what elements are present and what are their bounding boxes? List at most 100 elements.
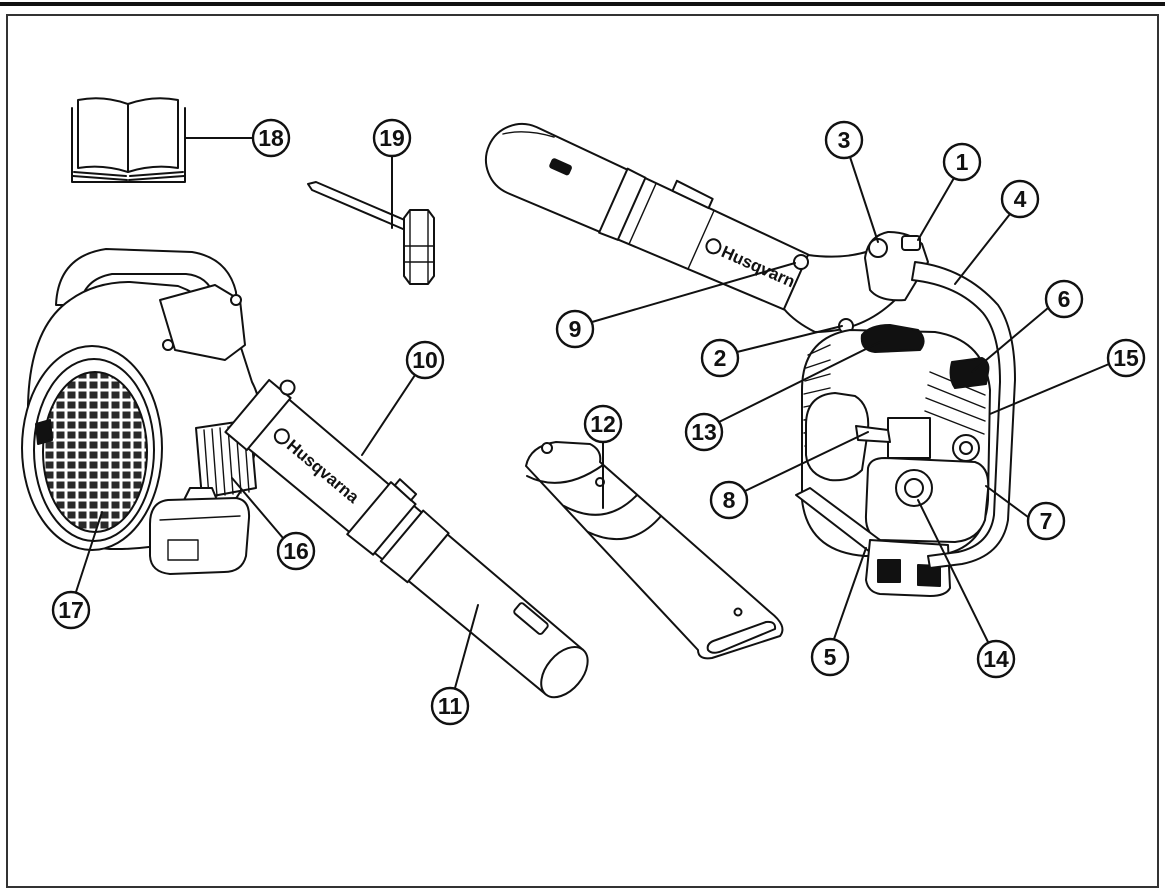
tube-end-logo-badge	[549, 158, 572, 176]
tube-knob	[793, 254, 809, 270]
callout-number: 15	[1113, 345, 1139, 371]
intake-grill	[42, 371, 148, 533]
callout-number: 18	[258, 125, 284, 151]
callout-number: 12	[590, 411, 616, 437]
callout-circle	[251, 118, 291, 158]
leader-line	[971, 307, 1049, 373]
callout-number: 8	[723, 487, 736, 513]
callout-circle	[1044, 279, 1084, 319]
leader-line	[833, 547, 867, 640]
nozzle-hole	[733, 607, 743, 617]
tube-logo-badge	[513, 602, 549, 635]
leader-line	[75, 511, 103, 593]
engine-unit-rear-illustration	[795, 231, 1016, 597]
cylinder-fins	[203, 424, 250, 498]
callout-number: 11	[438, 693, 463, 719]
callout-15: 15	[989, 338, 1146, 415]
housing-bolt	[162, 339, 174, 351]
callout-number: 14	[983, 646, 1009, 672]
nozzle-body	[525, 441, 784, 660]
brand-logo-mark	[273, 428, 290, 445]
callout-number: 5	[824, 644, 837, 670]
leader-line	[917, 177, 955, 241]
air-filter-cover	[805, 392, 870, 482]
callout-9: 9	[555, 262, 796, 349]
callout-circle	[555, 309, 595, 349]
callout-circle	[824, 120, 864, 160]
leader-line	[736, 325, 843, 353]
flat-nozzle-illustration	[525, 441, 784, 660]
callout-number: 6	[1058, 286, 1071, 312]
collar-knob	[279, 379, 296, 396]
callout-2: 2	[700, 325, 843, 378]
callout-circle	[810, 637, 850, 677]
callout-number: 9	[569, 316, 582, 342]
blower-tube-round-illustration: Husqvarna	[224, 378, 589, 699]
book-right-page	[127, 97, 179, 173]
callout-number: 2	[714, 345, 727, 371]
callout-circle	[405, 340, 445, 380]
ring-latch	[393, 478, 418, 502]
callout-5: 5	[810, 547, 867, 677]
callout-number: 7	[1040, 508, 1053, 534]
wrench-bar	[307, 181, 415, 233]
brand-logo-mark	[705, 238, 722, 255]
callout-circle	[1026, 501, 1066, 541]
callout-circle	[942, 142, 982, 182]
leader-line	[231, 477, 284, 539]
callout-3: 3	[824, 120, 879, 243]
callout-14: 14	[917, 499, 1016, 679]
leader-line	[361, 374, 416, 456]
leader-line	[849, 156, 879, 243]
callout-17: 17	[51, 511, 103, 630]
callout-12: 12	[583, 404, 623, 509]
top-handle	[860, 324, 925, 353]
nozzle-collar-seam	[526, 464, 604, 484]
leader-line	[718, 341, 881, 423]
callout-number: 4	[1014, 186, 1027, 212]
carburetor	[887, 417, 931, 459]
callout-circle	[709, 480, 749, 520]
spark-plug-boot-inner	[959, 441, 973, 455]
wrench-socket-facets	[403, 209, 435, 285]
callout-4: 4	[954, 179, 1040, 285]
callout-circle	[430, 686, 470, 726]
tube-ring-lower	[379, 509, 450, 584]
callout-13: 13	[684, 341, 881, 452]
nozzle-mouth-slot	[706, 620, 777, 654]
callout-number: 16	[283, 538, 309, 564]
callout-18: 18	[185, 118, 291, 158]
throttle-housing	[159, 284, 246, 361]
callout-circle	[51, 590, 91, 630]
blower-tube-illustration: Husqvarna	[485, 123, 810, 311]
callout-7: 7	[985, 485, 1066, 541]
stop-switch	[901, 235, 921, 251]
nozzle-ring-band	[563, 494, 662, 541]
leader-line	[989, 363, 1110, 415]
tube-ring	[598, 167, 647, 241]
callout-16: 16	[231, 477, 316, 571]
cover-tab	[35, 419, 53, 445]
harness-frame	[911, 261, 1016, 569]
callout-circle	[583, 404, 623, 444]
housing-bolt	[230, 294, 242, 306]
callout-19: 19	[372, 118, 412, 229]
book-page-edges	[72, 171, 185, 181]
spark-plug-wrench-illustration	[307, 181, 435, 285]
callout-number: 1	[956, 149, 969, 175]
callout-circle	[1106, 338, 1146, 378]
callout-circle	[700, 338, 740, 378]
callout-circle	[684, 412, 724, 452]
callout-10: 10	[361, 340, 445, 456]
tube-detail-lines	[502, 131, 715, 270]
callout-number: 10	[412, 347, 438, 373]
leader-line	[954, 213, 1011, 285]
leader-line	[985, 485, 1029, 518]
callout-circle	[372, 118, 412, 158]
callout-circle	[1000, 179, 1040, 219]
callout-1: 1	[917, 142, 982, 241]
callout-circle	[976, 639, 1016, 679]
choke-lever	[855, 425, 891, 443]
callout-number: 13	[691, 419, 717, 445]
